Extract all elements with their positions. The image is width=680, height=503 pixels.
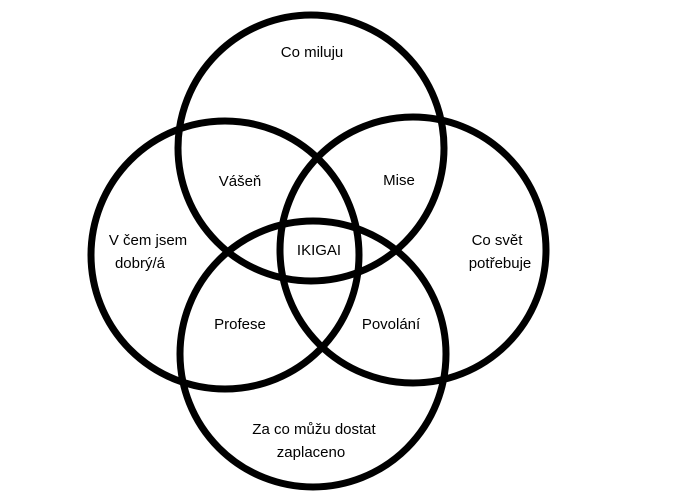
label-good-at-line-1: V čem jsem <box>109 232 187 249</box>
label-world-needs-line-1: Co svět <box>472 232 524 249</box>
label-love: Co miluju <box>281 44 344 61</box>
circle-bottom <box>176 217 450 491</box>
circle-top <box>174 11 448 285</box>
circle-left <box>87 117 363 393</box>
label-paid-for-line-1: Za co můžu dostat <box>252 421 376 438</box>
label-paid-for-line-2: zaplaceno <box>277 444 345 461</box>
label-ikigai-center: IKIGAI <box>297 242 341 259</box>
label-good-at-line-2: dobrý/á <box>115 255 166 272</box>
label-vocation: Povolání <box>362 316 421 333</box>
label-passion: Vášeň <box>219 173 262 190</box>
label-world-needs-line-2: potřebuje <box>469 255 532 272</box>
label-mission: Mise <box>383 172 415 189</box>
circle-right <box>276 113 550 387</box>
label-profession: Profese <box>214 316 266 333</box>
